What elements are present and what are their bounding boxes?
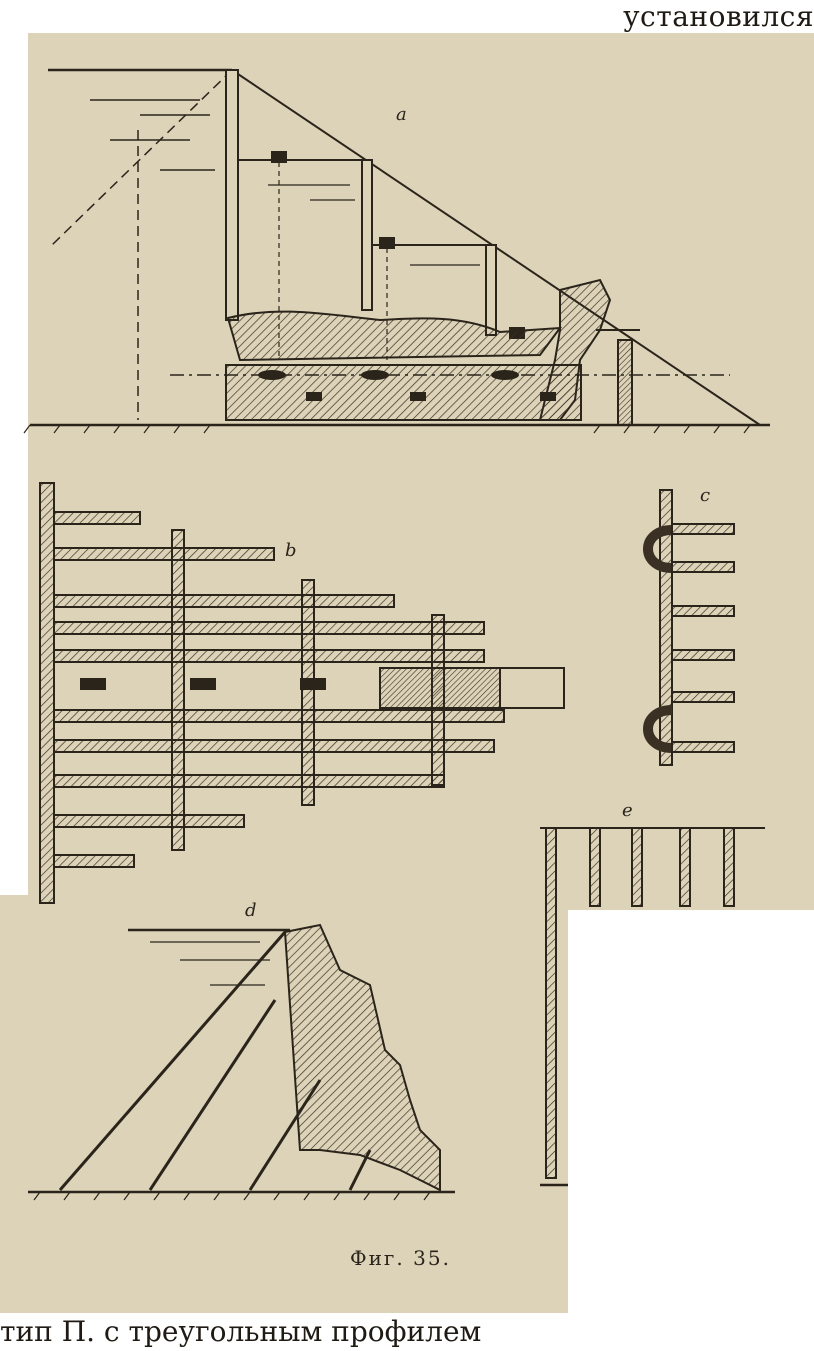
- diagram-b-plan: [39, 482, 565, 904]
- figure-caption: Фиг. 35.: [350, 1246, 451, 1270]
- diagram-a-dam-section: [23, 68, 770, 434]
- label-c: c: [700, 485, 711, 506]
- label-a: a: [396, 104, 407, 125]
- footer-text-line: тип П. с треугольным профилем: [0, 1313, 580, 1351]
- header-word: установился: [583, 0, 814, 33]
- label-b: b: [285, 540, 297, 561]
- label-d: d: [245, 900, 257, 921]
- diagram-e-section: [540, 827, 765, 1187]
- label-e: e: [622, 800, 633, 821]
- diagram-d-buttress-dam: [28, 923, 455, 1201]
- scan-background-lower: [0, 895, 568, 1315]
- diagram-c-detail: [643, 489, 735, 766]
